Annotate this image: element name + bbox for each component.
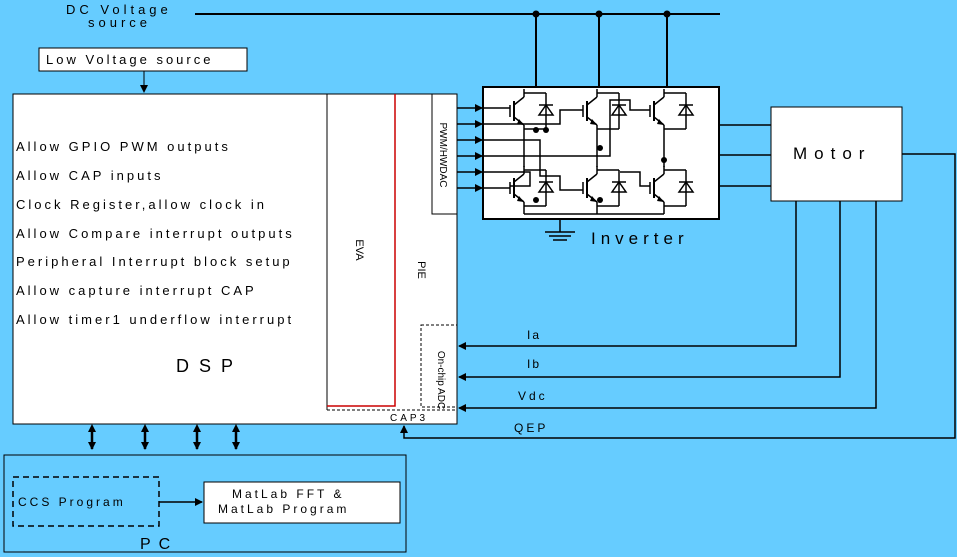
matlab-box bbox=[203, 481, 401, 524]
dc-source-label-line2: source bbox=[88, 15, 151, 30]
phase-node bbox=[597, 145, 603, 151]
dsp-item: Allow Compare interrupt outputs bbox=[16, 226, 295, 241]
dsp-item: Allow capture interrupt CAP bbox=[16, 283, 257, 298]
dsp-item: Clock Register,allow clock in bbox=[16, 197, 267, 212]
dsp-item: Allow CAP inputs bbox=[16, 168, 163, 183]
pwm-gate-lines bbox=[457, 104, 483, 192]
dsp-pc-links bbox=[88, 424, 240, 450]
dc-source-label-line1: DC Voltage bbox=[66, 2, 172, 17]
dsp-title: DSP bbox=[176, 356, 243, 376]
phase-node bbox=[661, 157, 667, 163]
matlab-label-line2: MatLab Program bbox=[218, 502, 349, 516]
phase-node bbox=[543, 127, 549, 133]
eva-label: EVA bbox=[353, 239, 365, 261]
pwm-block bbox=[431, 93, 457, 215]
pc-label: PC bbox=[140, 536, 178, 553]
ccs-program-label: CCS Program bbox=[18, 495, 126, 509]
cap3-label: CAP3 bbox=[390, 413, 428, 424]
low-voltage-label: Low Voltage source bbox=[46, 52, 213, 67]
ground-icon bbox=[545, 219, 575, 241]
motor-label: Motor bbox=[793, 144, 871, 163]
dsp-items: Allow GPIO PWM outputs Allow CAP inputs … bbox=[16, 139, 295, 327]
adc-label: On-chip ADC bbox=[435, 351, 446, 409]
signal-qep: QEP bbox=[514, 421, 548, 435]
inverter-box bbox=[482, 86, 720, 220]
eva-region-border bbox=[327, 94, 396, 407]
matlab-label-line1: MatLab FFT & bbox=[232, 487, 344, 501]
low-voltage-box bbox=[38, 47, 248, 72]
pie-label: PIE bbox=[415, 261, 427, 279]
motor-box bbox=[770, 106, 903, 202]
adc-block bbox=[420, 324, 458, 408]
signal-vdc: Vdc bbox=[518, 389, 548, 403]
dsp-item: Allow GPIO PWM outputs bbox=[16, 139, 231, 154]
inverter-wiring bbox=[483, 99, 665, 215]
feedback-lines bbox=[400, 153, 956, 439]
motor-phase-lines bbox=[719, 124, 771, 187]
dsp-box bbox=[12, 93, 458, 425]
signal-ib: Ib bbox=[527, 357, 541, 371]
dsp-item: Allow timer1 underflow interrupt bbox=[16, 312, 294, 327]
inverter-label: Inverter bbox=[591, 229, 689, 248]
phase-node bbox=[533, 127, 539, 133]
signal-ia: Ia bbox=[527, 328, 541, 342]
phase-node bbox=[597, 197, 603, 203]
pwm-label: PWM/HWDAC bbox=[437, 123, 448, 188]
phase-node bbox=[533, 197, 539, 203]
dsp-item: Peripheral Interrupt block setup bbox=[16, 254, 293, 269]
